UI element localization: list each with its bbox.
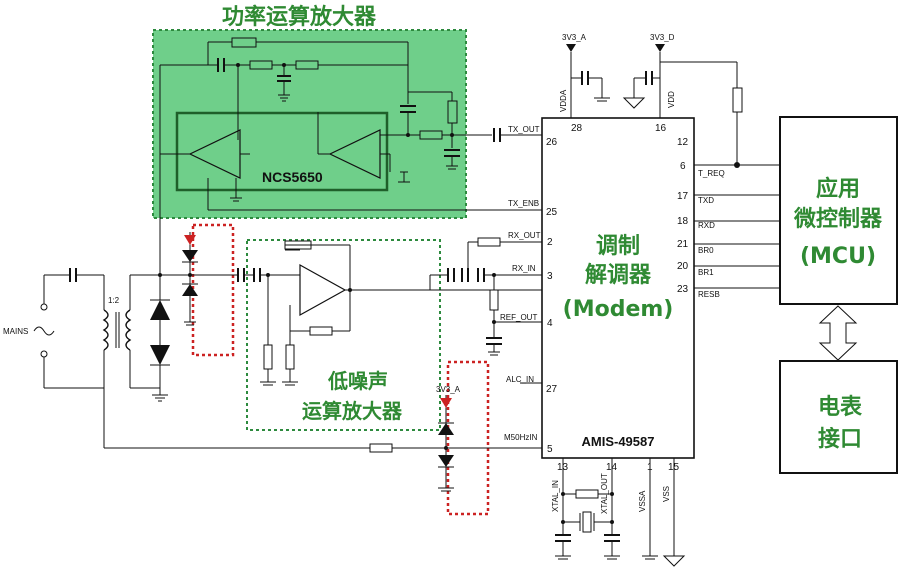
lna-title-line2: 运算放大器 bbox=[302, 399, 403, 423]
pin-17: 17 bbox=[677, 191, 689, 202]
ncs-label: NCS5650 bbox=[262, 169, 323, 185]
pin-vdd-label: VDD bbox=[667, 91, 676, 108]
power-amp-title: 功率运算放大器 bbox=[222, 4, 377, 30]
sig-t-req: T_REQ bbox=[698, 169, 725, 178]
sig-ref-out: REF_OUT bbox=[500, 313, 537, 322]
transformer-ratio: 1:2 bbox=[108, 296, 120, 305]
meter-block bbox=[779, 360, 898, 474]
bus-lines bbox=[694, 164, 780, 289]
sig-rx-out: RX_OUT bbox=[508, 231, 541, 240]
lna-title-line1: 低噪声 bbox=[327, 369, 388, 393]
sig-resb: RESB bbox=[698, 290, 720, 299]
sig-rx-in: RX_IN bbox=[512, 264, 536, 273]
lna-circuit bbox=[237, 240, 542, 386]
meter-title-line1: 电表 bbox=[818, 395, 863, 420]
pin-1: 1 bbox=[647, 462, 653, 473]
mains-input bbox=[33, 268, 542, 453]
mcu-title-line1: 应用 bbox=[816, 176, 860, 202]
pin-27: 27 bbox=[546, 384, 558, 395]
protection-diodes-2 bbox=[438, 395, 454, 492]
pin-13: 13 bbox=[557, 462, 569, 473]
supply-3v3a: 3V3_A bbox=[562, 33, 587, 42]
protection-diodes-1 bbox=[182, 232, 198, 326]
pin-25: 25 bbox=[546, 207, 558, 218]
mcu-block bbox=[779, 116, 898, 305]
sig-br0: BR0 bbox=[698, 246, 714, 255]
protection-region-2 bbox=[446, 360, 490, 516]
mcu-title-line3: (MCU) bbox=[800, 244, 876, 269]
pin-vssa-label: VSSA bbox=[638, 490, 647, 512]
pin-5: 5 bbox=[547, 444, 553, 455]
pin-3: 3 bbox=[547, 271, 553, 282]
ncs-box bbox=[175, 111, 389, 192]
pin-4: 4 bbox=[547, 318, 553, 329]
pin-2: 2 bbox=[547, 237, 553, 248]
sig-xtal-in: XTAL_IN bbox=[551, 480, 560, 512]
supply-network bbox=[566, 44, 743, 168]
modem-title-line2: 解调器 bbox=[585, 262, 652, 288]
pin-20: 20 bbox=[677, 261, 689, 272]
pin-6: 6 bbox=[680, 161, 686, 172]
supply-3v3d: 3V3_D bbox=[650, 33, 675, 42]
pin-vdda-label: VDDA bbox=[559, 89, 568, 112]
pin-15: 15 bbox=[668, 462, 680, 473]
power-amp-circuit bbox=[159, 37, 542, 275]
pin-18: 18 bbox=[677, 216, 689, 227]
sig-alc-in: ALC_IN bbox=[506, 375, 534, 384]
modem-title-line3: (Modem) bbox=[563, 297, 674, 322]
pin-12: 12 bbox=[677, 137, 689, 148]
meter-title-line2: 接口 bbox=[818, 427, 862, 452]
crystal-circuit bbox=[555, 458, 686, 567]
mcu-title-line2: 微控制器 bbox=[793, 206, 883, 232]
chip-label: AMIS-49587 bbox=[582, 434, 655, 449]
pin-14: 14 bbox=[606, 462, 618, 473]
pin-16: 16 bbox=[655, 123, 667, 134]
modem-title-line1: 调制 bbox=[596, 234, 640, 259]
bidirectional-arrow bbox=[818, 305, 858, 361]
sig-rxd: RXD bbox=[698, 221, 715, 230]
protection-region-1 bbox=[191, 223, 235, 357]
pin-23: 23 bbox=[677, 284, 689, 295]
sig-tx-out: TX_OUT bbox=[508, 125, 540, 134]
modem-chip bbox=[541, 117, 695, 459]
lna-region bbox=[246, 239, 441, 431]
pin-26: 26 bbox=[546, 137, 558, 148]
sig-br1: BR1 bbox=[698, 268, 714, 277]
sig-m50hz: M50HzIN bbox=[504, 433, 538, 442]
pin-21: 21 bbox=[677, 239, 689, 250]
supply-3v3a-2: 3V3_A bbox=[436, 385, 461, 394]
sig-xtal-out: XTAL_OUT bbox=[600, 473, 609, 514]
pin-vss-label: VSS bbox=[662, 486, 671, 502]
sig-tx-enb: TX_ENB bbox=[508, 199, 539, 208]
pin-28: 28 bbox=[571, 123, 583, 134]
mains-label: MAINS bbox=[3, 327, 28, 336]
sig-txd: TXD bbox=[698, 196, 714, 205]
rx-network bbox=[429, 237, 542, 384]
